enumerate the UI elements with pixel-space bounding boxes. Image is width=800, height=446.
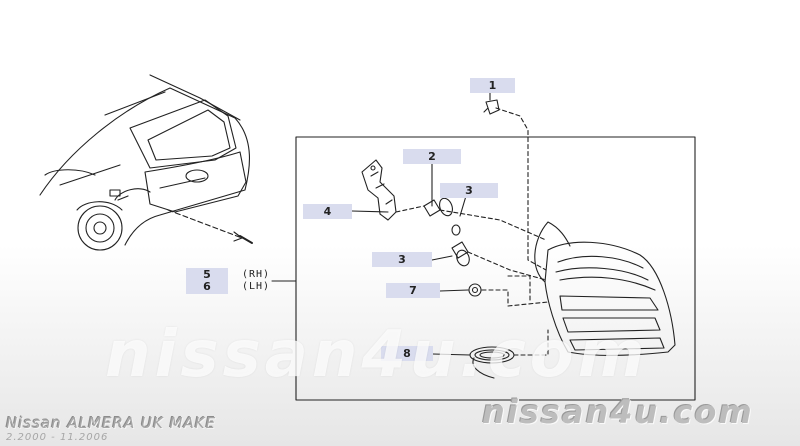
callout-3-upper: 3 <box>440 183 498 198</box>
bulb-lower <box>451 224 470 267</box>
car-rear-illustration <box>39 74 251 251</box>
watermark-brand: nissan4u.com <box>482 393 754 431</box>
callout-8: 8 <box>381 346 433 361</box>
callout-1: 1 <box>470 78 515 93</box>
callout-2: 2 <box>403 149 461 164</box>
side-label-rh: (RH) <box>242 269 271 280</box>
model-caption: Nissan ALMERA UK MAKE <box>6 414 217 432</box>
date-range-caption: 2.2000 - 11.2006 <box>6 432 109 443</box>
callout-5-6: 5 6 <box>186 268 228 294</box>
callout-3-lower: 3 <box>372 252 432 267</box>
callout-6: 6 <box>203 280 211 293</box>
assembly-frame <box>295 136 696 401</box>
callout-leaders <box>351 92 491 356</box>
callout-7: 7 <box>386 283 440 298</box>
side-label-lh: (LH) <box>242 281 271 292</box>
callout-5: 5 <box>203 268 211 281</box>
location-arrow <box>167 209 253 244</box>
side-labels: (RH) (LH) <box>242 269 270 293</box>
dashed-leaders <box>395 107 549 356</box>
rear-combination-lamp <box>534 221 676 356</box>
clip-part <box>483 99 500 115</box>
callout-4: 4 <box>303 204 352 219</box>
grommet-part <box>468 283 482 297</box>
bulb-upper <box>423 197 453 217</box>
watermark-center: nissan4u.com <box>105 318 649 392</box>
